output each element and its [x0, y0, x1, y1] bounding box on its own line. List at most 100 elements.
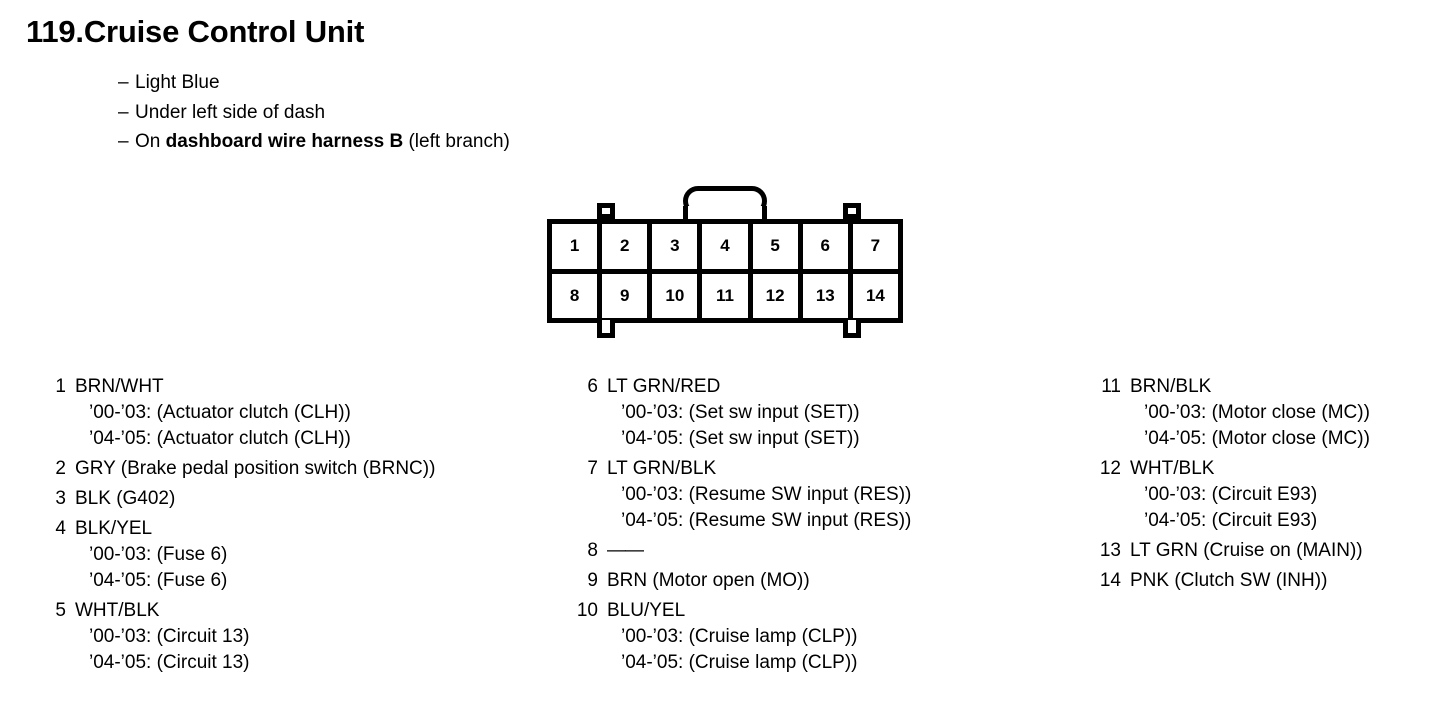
connector-pin-2: 2: [602, 224, 653, 269]
pin-legend-head: 9 BRN (Motor open (MO)): [572, 568, 1072, 594]
pin-legend-head: 14 PNK (Clutch SW (INH)): [1095, 568, 1440, 594]
pin-legend-label: BRN/WHT: [75, 376, 164, 397]
pin-legend-number: 6: [587, 376, 598, 397]
pin-legend-label: BLK (G402): [75, 488, 176, 509]
pin-legend-subline: ’04-’05: (Set sw input (SET)): [621, 428, 860, 449]
pin-legend-label: GRY (Brake pedal position switch (BRNC)): [75, 458, 436, 479]
connector-tab-bottom-left: [597, 320, 615, 338]
note-text: Light Blue: [135, 72, 220, 93]
connector-pin-3: 3: [652, 224, 703, 269]
connector-pin-12: 12: [753, 273, 803, 318]
pin-legend-number: 8: [587, 540, 598, 561]
connector-pin-10: 10: [652, 273, 703, 318]
pin-legend-head: 3 BLK (G402): [40, 486, 540, 512]
pin-legend-number: 2: [55, 458, 66, 479]
connector-pin-13: 13: [803, 273, 853, 318]
connector-pin-9: 9: [602, 273, 653, 318]
connector-tab-top-left: [597, 203, 615, 219]
pin-legend-head: 5 WHT/BLK: [40, 598, 540, 624]
pin-legend-label: BRN (Motor open (MO)): [607, 570, 810, 591]
pin-legend-entry-6: 6 LT GRN/RED ’00-’03: (Set sw input (SET))…: [572, 374, 1072, 452]
pin-legend-entry-14: 14 PNK (Clutch SW (INH)): [1095, 568, 1440, 594]
pin-legend-number: 14: [1099, 570, 1121, 591]
pin-legend-entry-1: 1 BRN/WHT ’00-’03: (Actuator clutch (CLH))…: [40, 374, 540, 452]
connector-pin-5: 5: [753, 224, 803, 269]
connector-pin-4: 4: [702, 224, 753, 269]
pin-legend-subline: ’00-’03: (Circuit 13): [89, 626, 250, 647]
pin-legend-column-1: 1 BRN/WHT ’00-’03: (Actuator clutch (CLH))…: [40, 374, 540, 680]
pin-legend-number: 5: [55, 600, 66, 621]
pin-legend-number: 3: [55, 488, 66, 509]
pin-legend-label: BLK/YEL: [75, 518, 153, 539]
pin-legend-entry-9: 9 BRN (Motor open (MO)): [572, 568, 1072, 594]
pin-legend-entry-3: 3 BLK (G402): [40, 486, 540, 512]
pin-legend-head: 13 LT GRN (Cruise on (MAIN)): [1095, 538, 1440, 564]
pin-legend-head: 11 BRN/BLK: [1095, 374, 1440, 400]
pin-legend-label: LT GRN/RED: [607, 376, 721, 397]
pin-legend-head: 1 BRN/WHT: [40, 374, 540, 400]
pin-legend-label: BRN/BLK: [1130, 376, 1212, 397]
pin-legend-subline: ’00-’03: (Actuator clutch (CLH)): [89, 402, 351, 423]
pin-legend-label: BLU/YEL: [607, 600, 686, 621]
pin-legend-subline: ’04-’05: (Actuator clutch (CLH)): [89, 428, 351, 449]
pin-legend-column-3: 11 BRN/BLK ’00-’03: (Motor close (MC)) ’04-…: [1095, 374, 1440, 598]
pin-legend-label: WHT/BLK: [1130, 458, 1215, 479]
pin-legend-number: 13: [1099, 540, 1121, 561]
connector-pin-8: 8: [552, 273, 603, 318]
pin-legend-label: PNK (Clutch SW (INH)): [1130, 570, 1328, 591]
pin-legend-label: ——: [607, 540, 644, 561]
pin-legend-label: LT GRN/BLK: [607, 458, 717, 479]
pin-legend-number: 12: [1099, 458, 1121, 479]
pin-legend-subline: ’00-’03: (Motor close (MC)): [1144, 402, 1370, 423]
pin-legend-subline: ’04-’05: (Cruise lamp (CLP)): [621, 652, 858, 673]
connector-tab-top-right: [843, 203, 861, 219]
connector-tab-bottom-right: [843, 320, 861, 338]
note-text: On dashboard wire harness B (left branch…: [135, 131, 510, 152]
pin-legend-subline: ’00-’03: (Cruise lamp (CLP)): [621, 626, 858, 647]
pin-legend-head: 6 LT GRN/RED: [572, 374, 1072, 400]
pin-legend-entry-2: 2 GRY (Brake pedal position switch (BRNC)…: [40, 456, 540, 482]
pin-legend-subline: ’00-’03: (Resume SW input (RES)): [621, 484, 912, 505]
connector-pin-1: 1: [552, 224, 603, 269]
pin-legend-head: 2 GRY (Brake pedal position switch (BRNC)…: [40, 456, 540, 482]
page-title-name: Cruise Control Unit: [83, 14, 365, 49]
connector-latch-leg-right: [762, 206, 767, 224]
pin-legend-subline: ’00-’03: (Set sw input (SET)): [621, 402, 860, 423]
pin-legend-entry-7: 7 LT GRN/BLK ’00-’03: (Resume SW input (RE…: [572, 456, 1072, 534]
pin-legend-number: 1: [55, 376, 66, 397]
pin-legend-head: 12 WHT/BLK: [1095, 456, 1440, 482]
note-row: –Under left side of dash: [118, 98, 510, 128]
pin-legend-head: 8 ——: [572, 538, 1072, 564]
pin-legend-subline: ’04-’05: (Circuit E93): [1144, 510, 1318, 531]
pin-legend-subline: ’04-’05: (Fuse 6): [89, 570, 228, 591]
note-row: –Light Blue: [118, 68, 510, 98]
pin-legend-number: 11: [1101, 376, 1121, 397]
pin-legend-entry-8: 8 ——: [572, 538, 1072, 564]
note-row: –On dashboard wire harness B (left branc…: [118, 127, 510, 157]
pin-legend-label: LT GRN (Cruise on (MAIN)): [1130, 540, 1363, 561]
note-dash-icon: –: [118, 101, 129, 123]
note-text: Under left side of dash: [135, 101, 326, 123]
note-dash-icon: –: [118, 131, 129, 152]
connector-latch-leg-left: [683, 206, 688, 224]
connector-pin-7: 7: [870, 236, 881, 256]
notes-list: –Light Blue–Under left side of dash–On d…: [118, 68, 510, 157]
pin-legend-head: 10 BLU/YEL: [572, 598, 1072, 624]
page-title: 119. Cruise Control Unit: [26, 14, 364, 50]
connector-pin-6: 6: [803, 224, 853, 269]
pin-legend-subline: ’00-’03: (Circuit E93): [1144, 484, 1318, 505]
page-title-number: 119.: [26, 14, 84, 49]
pin-legend-entry-10: 10 BLU/YEL ’00-’03: (Cruise lamp (CLP)) ’04…: [572, 598, 1072, 676]
pin-legend-label: WHT/BLK: [75, 600, 160, 621]
pin-legend-number: 7: [587, 458, 598, 479]
pin-legend-column-2: 6 LT GRN/RED ’00-’03: (Set sw input (SET))…: [572, 374, 1072, 680]
pin-legend-number: 9: [587, 570, 598, 591]
connector-pin-14: 14: [865, 285, 885, 305]
pin-legend-number: 10: [576, 600, 598, 621]
